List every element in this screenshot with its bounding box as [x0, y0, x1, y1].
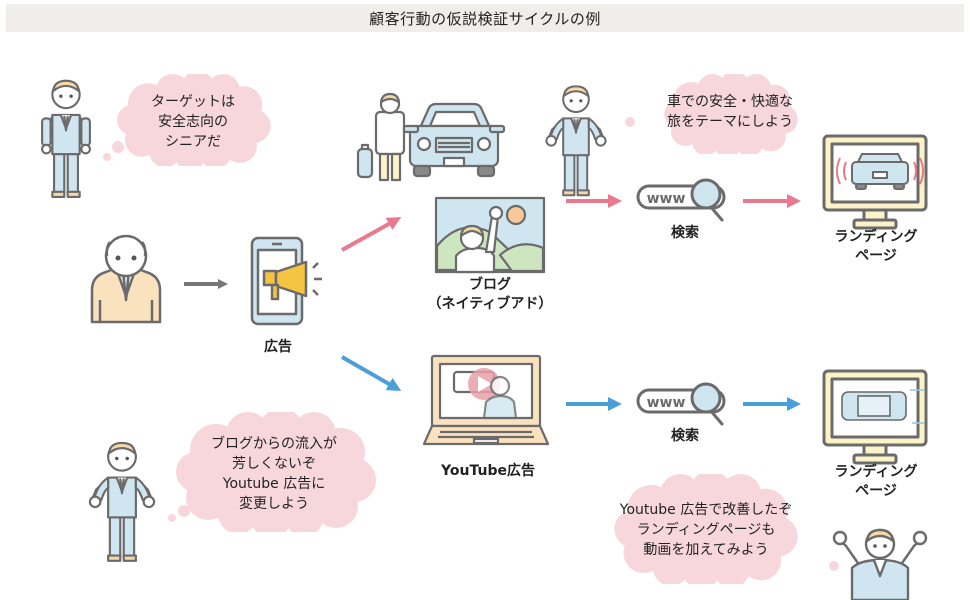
- bubble-line: Youtube 広告に: [222, 476, 326, 492]
- laptop-video-icon: [422, 354, 550, 446]
- label-ad: 広告: [264, 339, 292, 355]
- label-line: ランディング: [834, 229, 918, 245]
- bubble-line: Youtube 広告で改善したぞ: [619, 502, 793, 518]
- bubble-line: 芳しくないぞ: [232, 456, 316, 472]
- label-landing-bottom: ランディング ページ: [834, 463, 917, 501]
- bubble-line: シニアだ: [165, 134, 221, 150]
- flow-arrow-ad-to-blog: [341, 217, 402, 252]
- label-search-bottom: 検索: [671, 428, 699, 444]
- search-bar-icon-top: [636, 178, 726, 222]
- businessman-cheer-icon: [832, 528, 928, 600]
- label-line: ランディング: [834, 464, 918, 480]
- label-line: ページ: [855, 483, 897, 499]
- diagram-title: 顧客行動の仮説検証サイクルの例: [369, 9, 601, 28]
- smartphone-megaphone-icon: [250, 236, 322, 326]
- bubble-line: 旅をテーマにしよう: [667, 114, 793, 130]
- label-landing-top: ランディング ページ: [834, 228, 917, 266]
- bubble-line: ターゲットは: [151, 94, 235, 110]
- label-line: （ネイティブアド）: [427, 296, 553, 312]
- businessman-icon: [40, 79, 92, 199]
- label-youtube-ad: YouTube広告: [441, 463, 535, 479]
- bubble-line: 安全志向の: [158, 114, 228, 130]
- bubble-line: ブログからの流入が: [211, 436, 337, 452]
- thought-bubble-improve: [614, 474, 839, 584]
- bubble-text-switch: ブログからの流入が 芳しくないぞ Youtube 広告に 変更しよう: [211, 434, 337, 514]
- car-top-view-icon: [841, 389, 924, 424]
- bubble-line: 変更しよう: [239, 496, 309, 512]
- blog-image-icon: [434, 196, 546, 274]
- label-line: ページ: [855, 248, 897, 264]
- bubble-text-target: ターゲットは 安全志向の シニアだ: [151, 92, 235, 152]
- traveler-with-car-icon: [356, 92, 506, 182]
- businessman-shrug-icon-bottom: [88, 441, 156, 562]
- label-blog: ブログ （ネイティブアド）: [428, 276, 553, 314]
- search-bar-icon-bottom: [636, 382, 726, 426]
- senior-customer-icon: [90, 234, 162, 324]
- bubble-line: ランディングページも: [636, 522, 776, 538]
- bubble-line: 車での安全・快適な: [667, 94, 793, 110]
- label-line: ブログ: [468, 277, 511, 293]
- diagram-title-bar: 顧客行動の仮説検証サイクルの例: [6, 4, 964, 32]
- businessman-shrug-icon: [545, 85, 607, 197]
- thought-bubble-theme: [625, 74, 798, 154]
- label-search-top: 検索: [671, 225, 699, 241]
- bubble-text-theme: 車での安全・快適な 旅をテーマにしよう: [667, 92, 793, 132]
- thought-bubble-switch: [168, 412, 376, 532]
- bubble-line: 動画を加えてみよう: [643, 542, 769, 558]
- car-front-icon: [836, 153, 924, 190]
- flow-arrow-ad-to-youtube: [341, 355, 402, 391]
- thought-bubble-target: [103, 74, 271, 166]
- bubble-text-improve: Youtube 広告で改善したぞ ランディングページも 動画を加えてみよう: [620, 500, 792, 560]
